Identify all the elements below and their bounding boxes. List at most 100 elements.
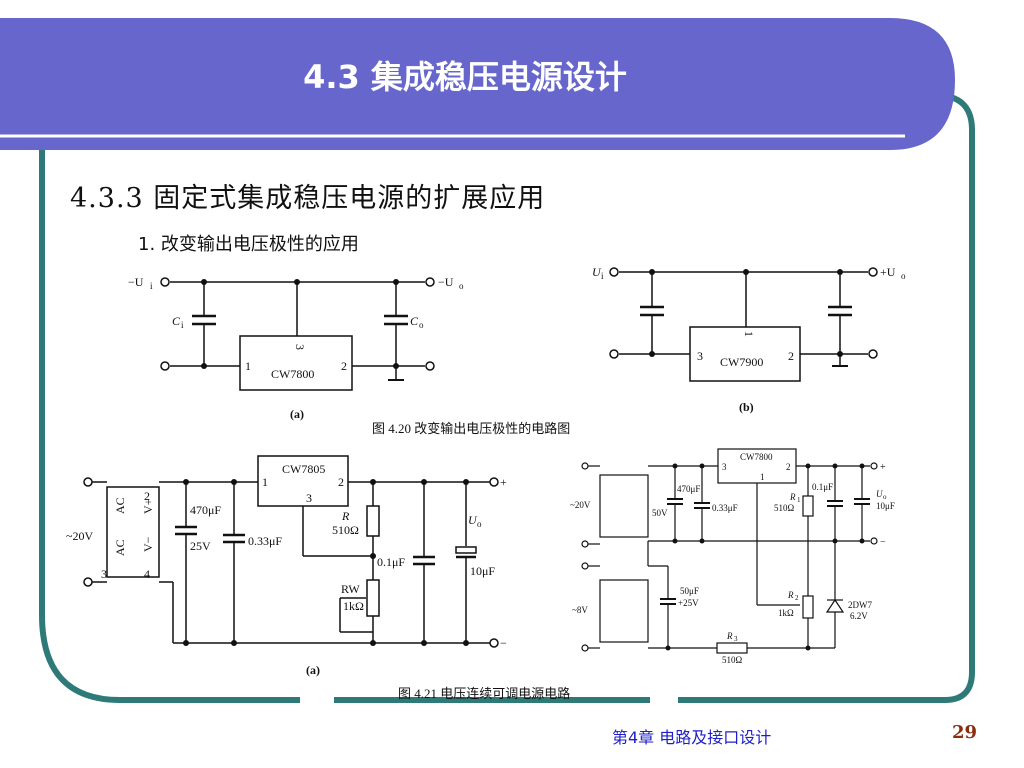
label-1k-a: 1kΩ xyxy=(343,599,364,613)
pin2-421b: 2 xyxy=(786,462,791,472)
header-band xyxy=(0,18,955,150)
frame-gap-1 xyxy=(300,694,334,706)
label-r1-sub: 1 xyxy=(797,496,801,504)
label-2dw7: 2DW7 xyxy=(848,600,872,610)
fig-4-20b xyxy=(609,267,878,382)
bridge-rectifier-a xyxy=(106,486,160,578)
bridge-rectifier-b1 xyxy=(599,474,649,538)
terminal-out-top xyxy=(425,277,435,287)
label-r2: R xyxy=(787,590,794,600)
label-cw7800-b: CW7800 xyxy=(740,452,773,462)
label-cw7900: CW7900 xyxy=(720,355,763,369)
label-neg-ui-sub: i xyxy=(150,281,153,291)
pin3-a: 3 xyxy=(293,344,307,350)
teal-frame xyxy=(39,92,975,703)
label-10uf-b: 10μF xyxy=(876,501,895,511)
bridge-rectifier-b2 xyxy=(599,579,649,643)
subsection-heading: 1. 改变输出电压极性的应用 xyxy=(138,234,359,255)
label-neg-ui: −U xyxy=(128,275,144,289)
label-r3-sub: 3 xyxy=(734,635,738,643)
label-470uf-b: 470μF xyxy=(677,484,700,494)
fig-4-21a xyxy=(83,455,499,648)
label-510-a: 510Ω xyxy=(332,523,359,537)
label-minus-b: − xyxy=(880,537,886,548)
label-20v-b: ~20V xyxy=(570,500,591,510)
bridge-pin3: 3 xyxy=(101,567,107,581)
label-uo-b-sub: o xyxy=(901,271,906,281)
label-033uf-b: 0.33μF xyxy=(712,503,738,513)
label-uo-421a: U xyxy=(468,513,478,527)
label-cw7805: CW7805 xyxy=(282,462,325,476)
label-ci-sub: i xyxy=(181,320,184,330)
pin2-b: 2 xyxy=(788,349,794,363)
label-uo-b: +U xyxy=(880,265,896,279)
pin2-a: 2 xyxy=(341,359,347,373)
label-cw7800: CW7800 xyxy=(271,367,314,381)
label-fig420b: (b) xyxy=(739,400,754,414)
label-uo-421a-sub: o xyxy=(477,519,482,529)
label-neg-uo: −U xyxy=(438,275,454,289)
label-01uf-b: 0.1μF xyxy=(812,482,833,492)
label-20v-a: ~20V xyxy=(66,529,93,543)
label-r3: R xyxy=(726,631,733,641)
label-plus-a: + xyxy=(500,475,507,489)
bridge-pin2: 2 xyxy=(144,489,150,503)
bridge-ac-bottom: AC xyxy=(113,539,127,556)
label-r1: R xyxy=(789,492,796,502)
pin1-421b: 1 xyxy=(760,472,765,482)
bridge-vminus: V− xyxy=(141,536,155,552)
page-number: 29 xyxy=(952,722,978,743)
label-470uf-a: 470μF xyxy=(190,503,221,517)
bridge-ac-top: AC xyxy=(113,497,127,514)
label-ci: C xyxy=(172,314,181,328)
label-10uf-a: 10μF xyxy=(470,564,495,578)
section-heading: 4.3.3 固定式集成稳压电源的扩展应用 xyxy=(70,183,546,214)
label-r2-sub: 2 xyxy=(795,594,799,602)
resistor-r3 xyxy=(716,642,748,654)
terminal-in-top xyxy=(160,277,170,287)
pin1-a: 1 xyxy=(245,359,251,373)
pin1-b: 1 xyxy=(742,331,756,337)
frame-gap-2 xyxy=(650,694,678,706)
pin3-421a: 3 xyxy=(306,491,312,505)
label-50uf-b: 50μF xyxy=(680,586,699,596)
pin3-421b: 3 xyxy=(722,462,727,472)
label-rw: RW xyxy=(341,582,360,596)
label-62v: 6.2V xyxy=(850,611,868,621)
label-uo-b-sub: o xyxy=(883,493,887,501)
caption-fig-4-21: 图 4.21 电压连续可调电源电路 xyxy=(398,686,570,701)
terminal-out-bottom xyxy=(425,361,435,371)
label-fig420a: (a) xyxy=(290,407,304,421)
resistor-r-a xyxy=(366,505,380,537)
label-plus-b: + xyxy=(880,462,886,473)
label-co-sub: o xyxy=(419,320,424,330)
label-01uf-a: 0.1μF xyxy=(377,555,405,569)
bridge-vplus: V+ xyxy=(141,498,155,514)
potentiometer-rw xyxy=(366,579,380,617)
label-510-b: 510Ω xyxy=(774,503,795,513)
label-r-a: R xyxy=(341,509,350,523)
pin1-421a: 1 xyxy=(262,475,268,489)
label-fig421a: (a) xyxy=(306,663,320,677)
label-033uf-a: 0.33μF xyxy=(248,534,282,548)
label-25v: 25V xyxy=(190,539,211,553)
bridge-pin4: 4 xyxy=(144,567,150,581)
label-50v-b: 50V xyxy=(652,508,668,518)
fig-4-20a xyxy=(160,277,435,391)
label-8v-b: ~8V xyxy=(572,605,588,615)
label-ui-b-sub: i xyxy=(601,271,604,281)
label-minus-a: − xyxy=(500,636,507,650)
caption-fig-4-20: 图 4.20 改变输出电压极性的电路图 xyxy=(372,421,570,436)
label-uo-b: U xyxy=(876,489,883,499)
footer-chapter: 第4章 电路及接口设计 xyxy=(612,728,772,747)
pin3-b: 3 xyxy=(697,349,703,363)
pin2-421a: 2 xyxy=(338,475,344,489)
label-ui-b: U xyxy=(592,265,602,279)
cw7800-ic xyxy=(239,335,353,391)
slide-title: 4.3 集成稳压电源设计 xyxy=(303,58,627,96)
label-510-r3: 510Ω xyxy=(722,655,743,665)
fig-4-21b xyxy=(581,448,878,654)
label-neg-uo-sub: o xyxy=(459,281,464,291)
